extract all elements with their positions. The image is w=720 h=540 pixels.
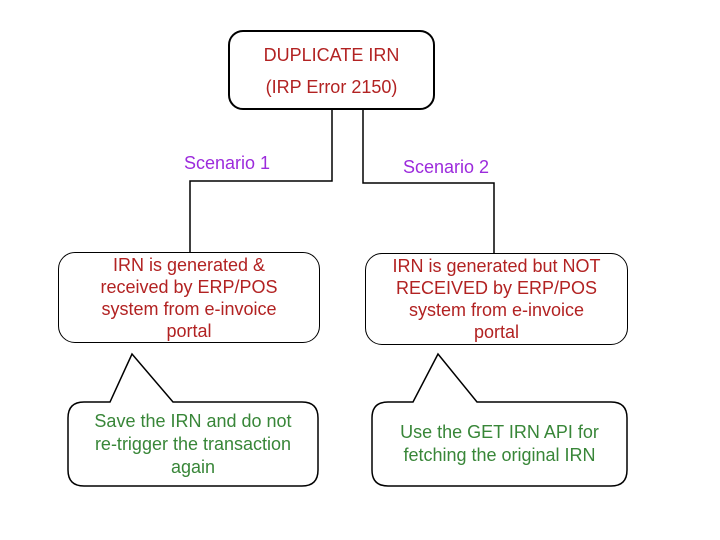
scenario2-description-text: IRN is generated but NOT RECEIVED by ERP… [392,256,601,342]
root-node-title: DUPLICATE IRN [263,45,400,65]
scenario1-description-text: IRN is generated & received by ERP/POS s… [100,254,278,341]
branch-line-scenario2 [362,110,495,253]
scenario2-action-callout: Use the GET IRN API for fetching the ori… [372,402,627,486]
scenario2-description-node: IRN is generated but NOT RECEIVED by ERP… [365,253,628,345]
root-node-subtitle: (IRP Error 2150) [265,77,398,97]
branch-label-scenario1: Scenario 1 [184,153,271,173]
root-node-duplicate-irn: DUPLICATE IRN (IRP Error 2150) [228,30,435,110]
branch-line-scenario1 [189,110,333,252]
scenario1-description-node: IRN is generated & received by ERP/POS s… [58,252,320,343]
callout-bubble-scenario2 [371,352,628,487]
scenario2-action-text: Use the GET IRN API for fetching the ori… [400,422,599,465]
callout-bubble-scenario1 [67,352,319,487]
scenario1-action-text: Save the IRN and do not re-trigger the t… [94,410,292,477]
branch-label-scenario2: Scenario 2 [403,157,490,177]
scenario1-action-callout: Save the IRN and do not re-trigger the t… [68,402,318,486]
